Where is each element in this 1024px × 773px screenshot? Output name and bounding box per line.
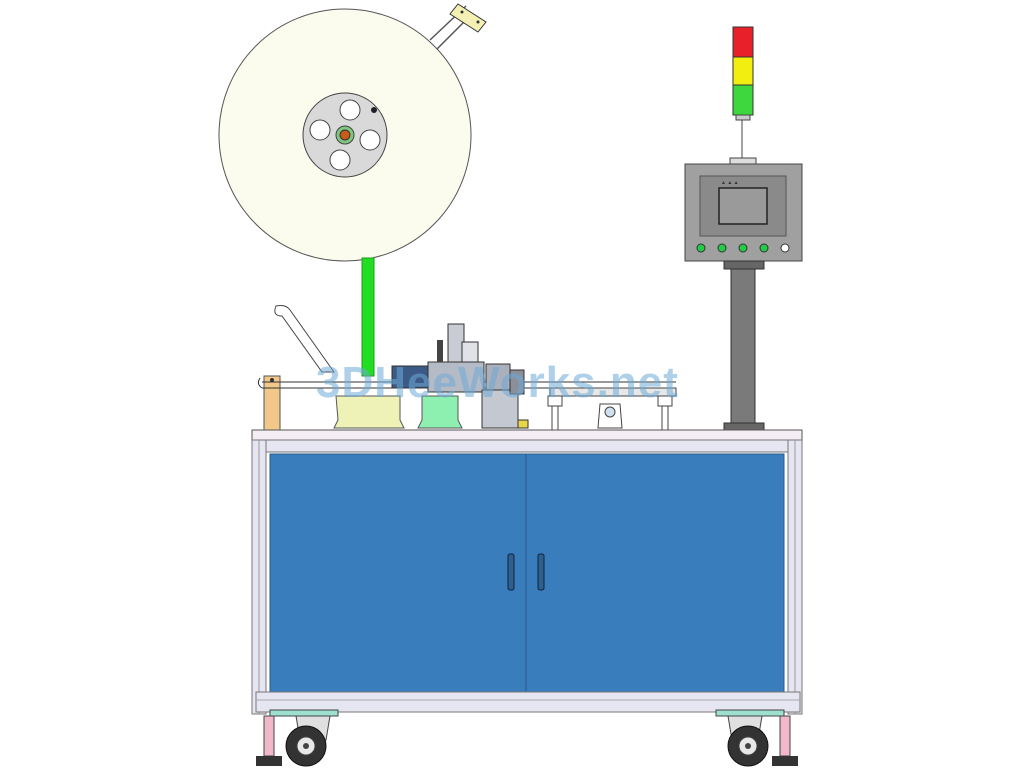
cabinet-door-left[interactable]: [269, 453, 527, 693]
caster-plate: [269, 709, 339, 717]
hmi-post: [730, 268, 756, 424]
feed-mechanism: [257, 305, 677, 431]
signal-base: [735, 114, 751, 121]
foot-screw: [263, 715, 275, 757]
hub-hole: [309, 119, 331, 141]
terminal-block: [517, 419, 529, 429]
caster-axle: [303, 743, 309, 749]
hub-axle: [339, 129, 351, 141]
hmi-control-panel: ▲ ▲ ▲: [684, 163, 803, 432]
output-rail: [549, 387, 677, 397]
cutter-side: [485, 363, 511, 391]
leveling-foot-right: [772, 715, 798, 766]
feed-block-yellow: [333, 395, 405, 429]
signal-mount: [729, 157, 757, 165]
caster-axle: [745, 743, 751, 749]
panel-button: [717, 243, 727, 253]
roller-bracket: [657, 395, 673, 407]
panel-button: [738, 243, 748, 253]
signal-light-yellow: [732, 56, 754, 86]
panel-button: [759, 243, 769, 253]
feed-cylinder: [391, 365, 429, 389]
guide-post: [263, 375, 281, 431]
hmi-marks: ▲ ▲ ▲: [721, 180, 739, 186]
frame-top-rail: [255, 439, 801, 453]
caster-plate: [715, 709, 785, 717]
signal-light-green: [732, 84, 754, 116]
adjust-knob: [437, 340, 443, 362]
hub-hole: [339, 99, 361, 121]
leveling-foot-left: [256, 715, 282, 766]
roller-leg: [661, 405, 669, 431]
cabinet-door-right[interactable]: [525, 453, 785, 693]
guide-hook: [257, 377, 263, 389]
hub-hole: [329, 149, 351, 171]
door-handle-icon[interactable]: [537, 553, 545, 591]
foot-pad: [772, 756, 798, 766]
cutter-motor: [509, 369, 525, 395]
roller-bracket: [547, 395, 563, 407]
roller-leg: [551, 405, 559, 431]
cutter-actuator: [461, 341, 479, 363]
tape-reel: [218, 3, 487, 262]
hub-hole: [359, 129, 381, 151]
cutter-body: [427, 361, 485, 393]
door-handle-icon[interactable]: [507, 553, 515, 591]
caster-right: [727, 715, 769, 767]
hmi-post-cap: [723, 260, 765, 270]
panel-button: [696, 243, 706, 253]
touchscreen-icon: [718, 187, 768, 225]
signal-light-red: [732, 26, 754, 58]
reel-tag-hole: [460, 10, 464, 14]
reel-tag: [449, 3, 487, 33]
foot-screw: [779, 715, 791, 757]
signal-tower-icon: [729, 26, 757, 165]
cabinet: [251, 429, 803, 717]
frame-bottom-rail: [255, 691, 801, 713]
caster-left: [285, 715, 331, 767]
feed-block-green: [417, 395, 463, 429]
guide-post-hole: [270, 378, 274, 382]
table-top: [251, 429, 803, 441]
reel-tag-hole: [476, 20, 480, 24]
cutter-base: [481, 389, 519, 429]
reel-support-post: [361, 257, 375, 377]
hub-pin: [371, 107, 377, 113]
roller-wheel: [604, 406, 616, 418]
panel-button-white: [780, 243, 790, 253]
foot-pad: [256, 756, 282, 766]
tape-guide-handle: [274, 305, 335, 373]
